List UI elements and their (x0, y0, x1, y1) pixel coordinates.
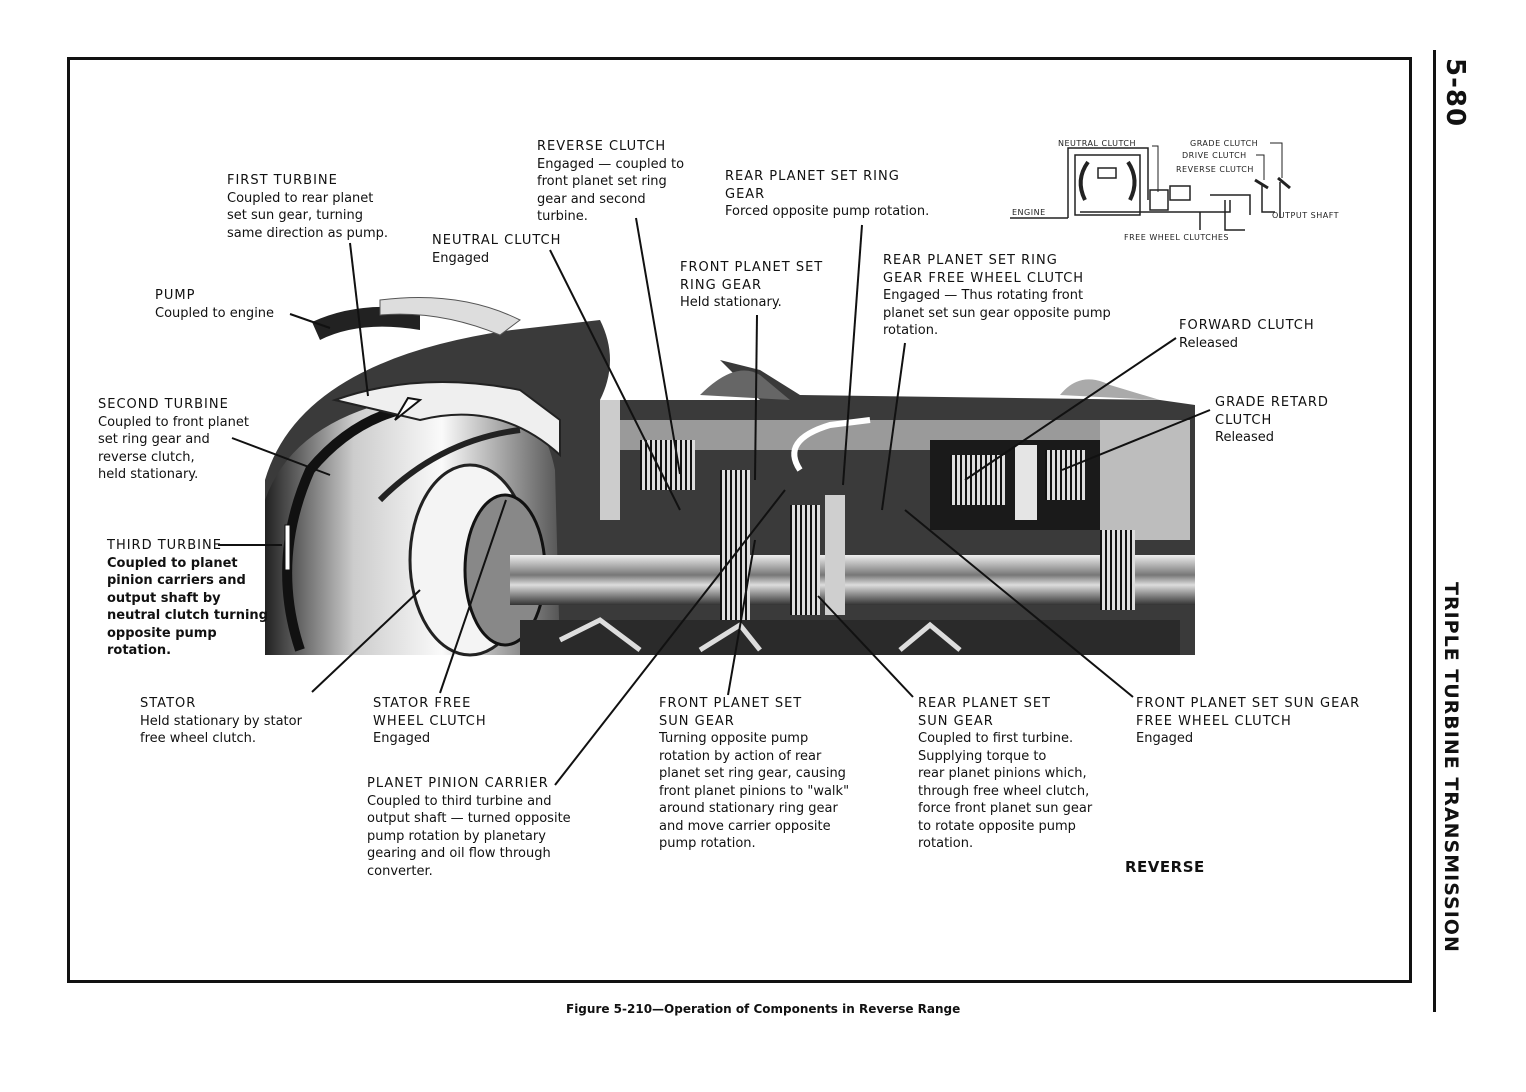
callout-desc: Coupled to first turbine. Supplying torq… (918, 731, 1093, 851)
torque-converter (265, 297, 561, 657)
schem-free-wheel-clutches: FREE WHEEL CLUTCHES (1124, 233, 1229, 242)
callout-title: GRADE RETARD CLUTCH (1215, 395, 1329, 428)
callout-title: FORWARD CLUTCH (1179, 318, 1315, 333)
leader-rear-ring-gear (842, 224, 863, 486)
callout-title: NEUTRAL CLUTCH (432, 233, 562, 248)
callout-title: THIRD TURBINE (107, 538, 222, 553)
leader-stator-fw-clutch (439, 499, 507, 694)
power-flow-schematic (1010, 142, 1291, 231)
leader-front-sun-gear (727, 539, 756, 696)
callout-desc: Forced opposite pump rotation. (725, 204, 930, 219)
callout-title: PLANET PINION CARRIER (367, 776, 549, 791)
leader-rear-ring-fw-clutch (881, 342, 906, 511)
callout-desc: Held stationary. (680, 295, 782, 310)
leader-front-sun-fw-clutch (904, 509, 1134, 698)
callout-title: FRONT PLANET SET SUN GEAR (659, 696, 803, 729)
leader-second-turbine (231, 437, 331, 476)
callout-title: FRONT PLANET SET RING GEAR (680, 260, 824, 293)
callout-desc: Released (1179, 335, 1239, 351)
leader-forward-clutch (964, 337, 1177, 481)
leader-reverse-clutch (635, 217, 681, 475)
side-rule (1433, 50, 1436, 1012)
callout-desc: Coupled to third turbine and output shaf… (367, 793, 571, 879)
callout-rear-planet-sun-gear: REAR PLANET SET SUN GEAR Coupled to firs… (918, 695, 1092, 853)
leader-grade-retard (1061, 409, 1211, 471)
callout-reverse-clutch: REVERSE CLUTCH Engaged — coupled to fron… (537, 138, 684, 226)
leader-lines (218, 217, 1211, 786)
callout-title: REAR PLANET SET RING GEAR (725, 169, 900, 202)
callout-desc: Held stationary by stator free wheel clu… (140, 713, 302, 747)
callout-desc: Engaged — Thus rotating front planet set… (883, 288, 1111, 338)
callout-desc: Released (1215, 430, 1275, 445)
figure-frame (67, 57, 1412, 983)
callout-forward-clutch: FORWARD CLUTCH Released (1179, 317, 1315, 352)
schem-reverse-clutch: REVERSE CLUTCH (1176, 165, 1254, 174)
callout-second-turbine: SECOND TURBINE Coupled to front planet s… (98, 396, 249, 484)
output-shaft (510, 417, 1195, 655)
callout-grade-retard-clutch: GRADE RETARD CLUTCH Released (1215, 394, 1329, 447)
leader-first-turbine (349, 242, 369, 397)
callout-title: REAR PLANET SET SUN GEAR (918, 696, 1051, 729)
callout-stator-fw-clutch: STATOR FREE WHEEL CLUTCH Engaged (373, 695, 487, 748)
callout-desc: Coupled to engine (155, 305, 275, 321)
callout-desc: Engaged (373, 731, 431, 746)
callout-desc: Coupled to front planet set ring gear an… (98, 414, 249, 483)
schem-output-shaft: OUTPUT SHAFT (1272, 211, 1339, 220)
callout-third-turbine: THIRD TURBINE Coupled to planet pinion c… (107, 537, 268, 660)
callout-title: REAR PLANET SET RING GEAR FREE WHEEL CLU… (883, 253, 1085, 286)
callout-stator: STATOR Held stationary by stator free wh… (140, 695, 302, 748)
callout-planet-pinion-carrier: PLANET PINION CARRIER Coupled to third t… (367, 775, 571, 880)
schem-engine: ENGINE (1012, 208, 1046, 217)
schem-grade-clutch: GRADE CLUTCH (1190, 139, 1258, 148)
callout-rear-planet-ring-gear: REAR PLANET SET RING GEAR Forced opposit… (725, 168, 929, 221)
schem-neutral-clutch: NEUTRAL CLUTCH (1058, 139, 1136, 148)
callout-desc: Engaged — coupled to front planet set ri… (537, 156, 685, 225)
callout-desc: Engaged (1136, 731, 1194, 746)
callout-desc: Coupled to planet pinion carriers and ou… (107, 555, 268, 659)
schem-drive-clutch: DRIVE CLUTCH (1182, 151, 1247, 160)
page-number: 5-80 (1440, 58, 1470, 128)
callout-title: REVERSE CLUTCH (537, 139, 667, 154)
callout-rear-planet-ring-fw-clutch: REAR PLANET SET RING GEAR FREE WHEEL CLU… (883, 252, 1111, 340)
leader-neutral-clutch (549, 249, 681, 511)
callout-title: STATOR (140, 696, 197, 711)
leader-planet-pinion-carrier (554, 489, 786, 786)
section-title: TRIPLE TURBINE TRANSMISSION (1440, 582, 1462, 953)
range-label: REVERSE (1125, 858, 1205, 876)
callout-title: PUMP (155, 288, 196, 303)
leader-rear-sun-gear (817, 595, 914, 698)
callout-first-turbine: FIRST TURBINE Coupled to rear planet set… (227, 172, 388, 242)
figure-caption: Figure 5-210—Operation of Components in … (566, 1002, 961, 1016)
callout-desc: Turning opposite pump rotation by action… (659, 731, 850, 851)
leader-front-ring-gear (754, 314, 758, 481)
callout-desc: Engaged (432, 250, 490, 266)
callout-neutral-clutch: NEUTRAL CLUTCH Engaged (432, 232, 561, 267)
callout-title: FRONT PLANET SET SUN GEAR FREE WHEEL CLU… (1136, 696, 1361, 729)
leader-pump (289, 313, 331, 329)
callout-front-planet-sun-gear: FRONT PLANET SET SUN GEAR Turning opposi… (659, 695, 849, 853)
callout-desc: Coupled to rear planet set sun gear, tur… (227, 190, 389, 241)
callout-title: FIRST TURBINE (227, 173, 338, 188)
callout-title: SECOND TURBINE (98, 397, 229, 412)
leader-stator (311, 589, 421, 693)
callout-front-planet-sun-fw-clutch: FRONT PLANET SET SUN GEAR FREE WHEEL CLU… (1136, 695, 1360, 748)
callout-front-planet-ring-gear: FRONT PLANET SET RING GEAR Held stationa… (680, 259, 823, 312)
schematic-labels: NEUTRAL CLUTCH GRADE CLUTCH DRIVE CLUTCH… (1012, 139, 1339, 242)
callout-title: STATOR FREE WHEEL CLUTCH (373, 696, 487, 729)
callout-pump: PUMP Coupled to engine (155, 287, 274, 322)
